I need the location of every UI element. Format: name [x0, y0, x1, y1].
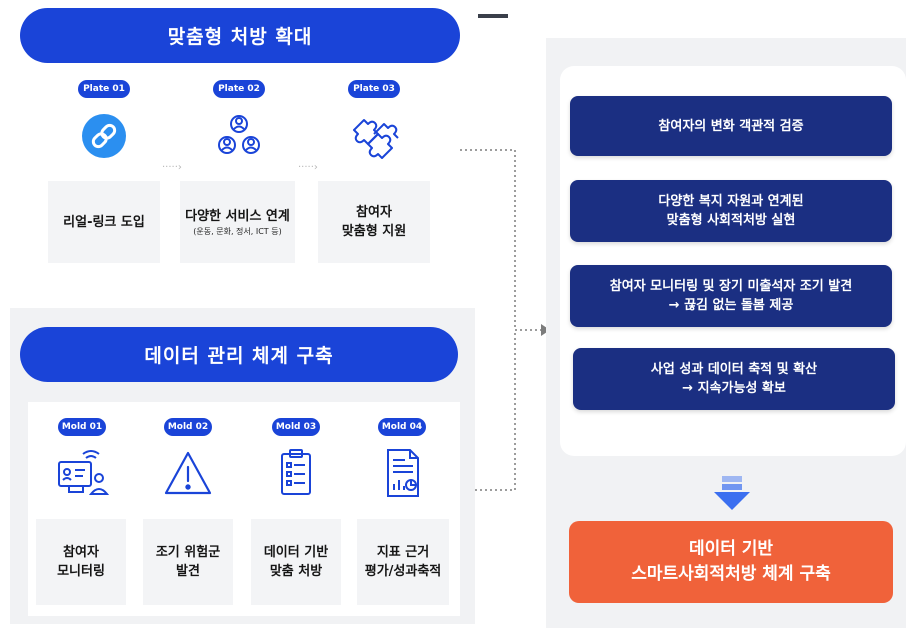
outcome-3-line1: 참여자 모니터링 및 장기 미출석자 조기 발견 [609, 279, 853, 294]
item-early-risk: 조기 위험군 발견 [143, 519, 233, 605]
mold-04-badge: Mold 04 [378, 418, 426, 436]
header-customized-prescription: 맞춤형 처방 확대 [20, 8, 460, 63]
connector-lines [460, 149, 550, 491]
outcome-2-line2: 맞춤형 사회적처방 실현 [666, 213, 796, 228]
item-participant-monitoring: 참여자 모니터링 [36, 519, 126, 605]
report-chart-icon [374, 445, 430, 501]
item-service-link-sub: (운동, 문화, 정서, ICT 등) [193, 226, 282, 236]
item-service-link-line1: 다양한 서비스 연계 [185, 208, 290, 224]
item-custom-support: 참여자 맞춤형 지원 [318, 181, 430, 263]
item-custom-support-line1: 참여자 [356, 205, 392, 220]
plate-03-badge: Plate 03 [348, 80, 400, 98]
flow-arrow-2: ·····› [298, 162, 318, 173]
puzzle-icon [346, 108, 402, 164]
link-icon [80, 112, 128, 160]
outcome-4-line1: 사업 성과 데이터 축적 및 확산 [650, 362, 818, 377]
item-indicator-evaluation: 지표 근거 평가/성과축적 [357, 519, 449, 605]
item-service-link: 다양한 서비스 연계 (운동, 문화, 정서, ICT 등) [180, 181, 295, 263]
mold-01-badge: Mold 01 [58, 418, 106, 436]
checklist-clipboard-icon [268, 445, 324, 501]
outcome-3-line2: → 끊김 없는 돌봄 제공 [668, 298, 794, 313]
outcome-2-line1: 다양한 복지 자원과 연계된 [658, 194, 804, 209]
network-people-icon [212, 108, 266, 162]
outcome-4-line2: → 지속가능성 확보 [682, 381, 786, 396]
item-data-prescription-line2: 맞춤 처방 [269, 564, 323, 579]
plate-02-badge: Plate 02 [213, 80, 265, 98]
item-indicator-evaluation-line1: 지표 근거 [376, 545, 430, 560]
plate-01-badge: Plate 01 [78, 80, 130, 98]
item-participant-monitoring-line1: 참여자 [63, 545, 99, 560]
result-line2: 스마트사회적처방 체계 구축 [631, 564, 831, 584]
result-line1: 데이터 기반 [688, 539, 774, 559]
outcome-objective-verification: 참여자의 변화 객관적 검증 [570, 96, 892, 156]
mold-02-badge: Mold 02 [164, 418, 212, 436]
item-real-link-line1: 리얼-링크 도입 [63, 214, 145, 230]
item-indicator-evaluation-line2: 평가/성과축적 [364, 564, 442, 579]
item-data-prescription: 데이터 기반 맞춤 처방 [251, 519, 341, 605]
item-custom-support-line2: 맞춤형 지원 [341, 224, 407, 239]
item-participant-monitoring-line2: 모니터링 [57, 564, 105, 579]
header-data-management-text: 데이터 관리 체계 구축 [144, 345, 334, 367]
outcome-custom-prescription: 다양한 복지 자원과 연계된 맞춤형 사회적처방 실현 [570, 180, 892, 242]
header-customized-prescription-text: 맞춤형 처방 확대 [167, 26, 313, 48]
item-real-link: 리얼-링크 도입 [48, 181, 160, 263]
outcome-1-line1: 참여자의 변화 객관적 검증 [658, 118, 804, 134]
mold-03-badge: Mold 03 [272, 418, 320, 436]
monitoring-computer-icon [52, 445, 112, 501]
outcome-sustainability: 사업 성과 데이터 축적 및 확산 → 지속가능성 확보 [573, 348, 895, 410]
item-data-prescription-line1: 데이터 기반 [263, 545, 329, 560]
item-early-risk-line1: 조기 위험군 [155, 545, 221, 560]
item-early-risk-line2: 발견 [176, 564, 200, 579]
outcome-early-detection: 참여자 모니터링 및 장기 미출석자 조기 발견 → 끊김 없는 돌봄 제공 [570, 265, 892, 327]
header-data-management: 데이터 관리 체계 구축 [20, 327, 458, 382]
dash-mark [478, 14, 508, 18]
warning-icon [160, 445, 216, 501]
down-arrow-icon [714, 476, 750, 510]
flow-arrow-1: ·····› [162, 162, 182, 173]
result-smart-prescription-system: 데이터 기반 스마트사회적처방 체계 구축 [569, 521, 893, 603]
